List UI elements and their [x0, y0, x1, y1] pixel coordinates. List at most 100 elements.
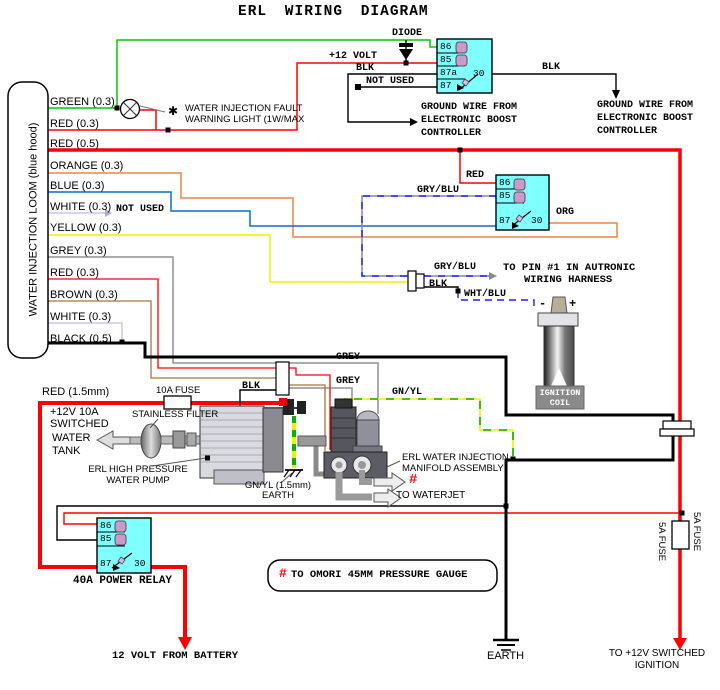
battery-label: 12 VOLT FROM BATTERY [112, 650, 239, 662]
wire-label-blue: BLUE (0.3) [50, 180, 105, 192]
earth-label: EARTH [487, 650, 525, 662]
manifold-label: ERL WATER INJECTION MANIFOLD ASSEMBLY [402, 452, 509, 474]
wht-blu-label: WHT/BLU [464, 289, 507, 300]
red-15-label: RED (1.5mm) [42, 386, 110, 398]
pump-pointer-dot [205, 455, 210, 461]
org-label: ORG [556, 207, 575, 218]
wire-red-03-solenoid [48, 278, 331, 450]
water-tank-label: WATER TANK [52, 432, 91, 457]
wire-white-2 [48, 322, 123, 342]
wire-yellow [48, 234, 408, 283]
waterjet-arrow-icons [373, 472, 406, 508]
wire-red-05-main [48, 148, 687, 650]
gry-blu-label-low: GRY/BLU [434, 262, 477, 273]
diagram-title: ERL WIRING DIAGRAM [238, 4, 429, 20]
omori-hash: # [279, 566, 287, 581]
fuse-5a-label-right: 5A FUSE [691, 512, 703, 552]
autronic-line2: WIRING HARNESS [524, 274, 613, 286]
wire-red-15-pump [38, 401, 282, 650]
wire-black-earth-bus [48, 341, 675, 640]
diode-symbol [399, 40, 413, 63]
diode-label: DIODE [392, 28, 423, 39]
earth-symbol-main [493, 638, 519, 651]
relay-mid-pin-30: 30 [531, 215, 543, 226]
loom-label: WATER INJECTION LOOM (blue hood) [27, 122, 40, 317]
wire-not-used-87 [355, 84, 437, 90]
wire-label-red03a: RED (0.3) [50, 118, 99, 130]
wire-gry-blu [361, 195, 497, 280]
plus-12v-label: +12 VOLT [329, 51, 378, 62]
power-relay-label: 40A POWER RELAY [73, 575, 173, 587]
wire-label-brown: BROWN (0.3) [50, 289, 118, 301]
warning-lamp-icon [119, 98, 166, 120]
pressure-gauge-hash: # [409, 472, 418, 488]
not-used-relay-label: NOT USED [366, 76, 415, 87]
relay-top-pin-86: 86 [440, 41, 452, 52]
wire-label-orange: ORANGE (0.3) [50, 160, 124, 172]
autronic-line1: TO PIN #1 IN AUTRONIC [503, 262, 636, 274]
relay-bot-pin-87: 87 [100, 558, 112, 569]
omori-label: TO OMORI 45MM PRESSURE GAUGE [291, 569, 468, 581]
relay-bot-pin-30: 30 [134, 558, 146, 569]
relay-top-pin-87a: 87a [440, 67, 458, 78]
relay-bot-pin-85: 85 [100, 533, 112, 544]
blk-label-pump: BLK [242, 381, 261, 392]
grey-label-2: GREY [336, 376, 361, 387]
fuse-10a-label: 10A FUSE [156, 385, 201, 396]
gry-blu-label-mid: GRY/BLU [417, 185, 460, 196]
relay-mid-pin-87: 87 [499, 215, 511, 226]
ignition-coil [535, 296, 585, 410]
fuse-10a [163, 395, 192, 410]
wire-green [48, 39, 437, 109]
wire-orange [48, 172, 618, 238]
coil-plus-label: + [569, 297, 577, 311]
fuse-5a [671, 520, 690, 550]
blk-label-top-left: BLK [356, 63, 375, 74]
blk-label-autronic: BLK [429, 279, 448, 290]
omori-note-box [267, 559, 498, 592]
fault-light-label: WATER INJECTION FAULT WARNING LIGHT (1W/… [185, 103, 305, 125]
wire-label-red03b: RED (0.3) [50, 267, 99, 279]
relay-top-pin-30: 30 [473, 68, 485, 79]
ground-wire-right-label: GROUND WIRE FROM ELECTRONIC BOOST CONTRO… [597, 100, 694, 137]
blk-label-top-right: BLK [542, 62, 561, 73]
switched-ignition-label: TO +12V SWITCHED IGNITION [608, 648, 706, 671]
ignition-coil-label: IGNITION COIL [539, 388, 581, 408]
relay-bottom [96, 517, 152, 574]
wire-label-red05: RED (0.5) [50, 138, 99, 150]
wire-label-white-a: WHITE (0.3) [50, 201, 112, 213]
fault-star-icon: ✱ [168, 104, 179, 118]
connector-loom-bar [275, 361, 290, 396]
relay-middle [495, 174, 550, 231]
connector-autronic [407, 270, 425, 292]
junction-post [659, 420, 695, 437]
gnyl-earth-label: GN/YL (1.5mm) EARTH [244, 480, 312, 501]
water-pump [129, 398, 306, 485]
not-used-loom-label: NOT USED [116, 204, 165, 215]
pump-label: ERL HIGH PRESSURE WATER PUMP [88, 464, 188, 486]
wire-label-grey: GREY (0.3) [50, 245, 107, 257]
wire-label-black: BLACK (0.5) [50, 333, 112, 345]
wire-blue [48, 191, 496, 227]
coil-minus-label: - [539, 297, 547, 311]
relay-top-pin-87: 87 [440, 80, 452, 91]
wire-white-not-used [48, 209, 112, 217]
gnyl-label: GN/YL [392, 387, 423, 398]
relay-top [436, 38, 493, 94]
water-tank-arrow [95, 430, 132, 450]
relay-bot-pin-86: 86 [100, 520, 112, 531]
wire-gnyl-thick-earth [283, 416, 303, 478]
fuse-5a-label-left: 5A FUSE [656, 522, 668, 562]
wire-label-green: GREEN (0.3) [50, 96, 115, 108]
wire-wht-blu [457, 291, 535, 306]
wire-blk-ground-left [347, 73, 437, 126]
ground-wire-left-label: GROUND WIRE FROM ELECTRONIC BOOST CONTRO… [421, 102, 518, 139]
wire-label-white-b: WHITE (0.3) [50, 311, 112, 323]
to-waterjet-label: TO WATERJET [396, 490, 466, 501]
red-label-mid: RED [466, 170, 485, 181]
relay-top-pin-85: 85 [440, 54, 452, 65]
pointer-lines [149, 418, 401, 483]
relay-mid-pin-85: 85 [499, 190, 511, 201]
wire-label-yellow: YELLOW (0.3) [50, 222, 122, 234]
